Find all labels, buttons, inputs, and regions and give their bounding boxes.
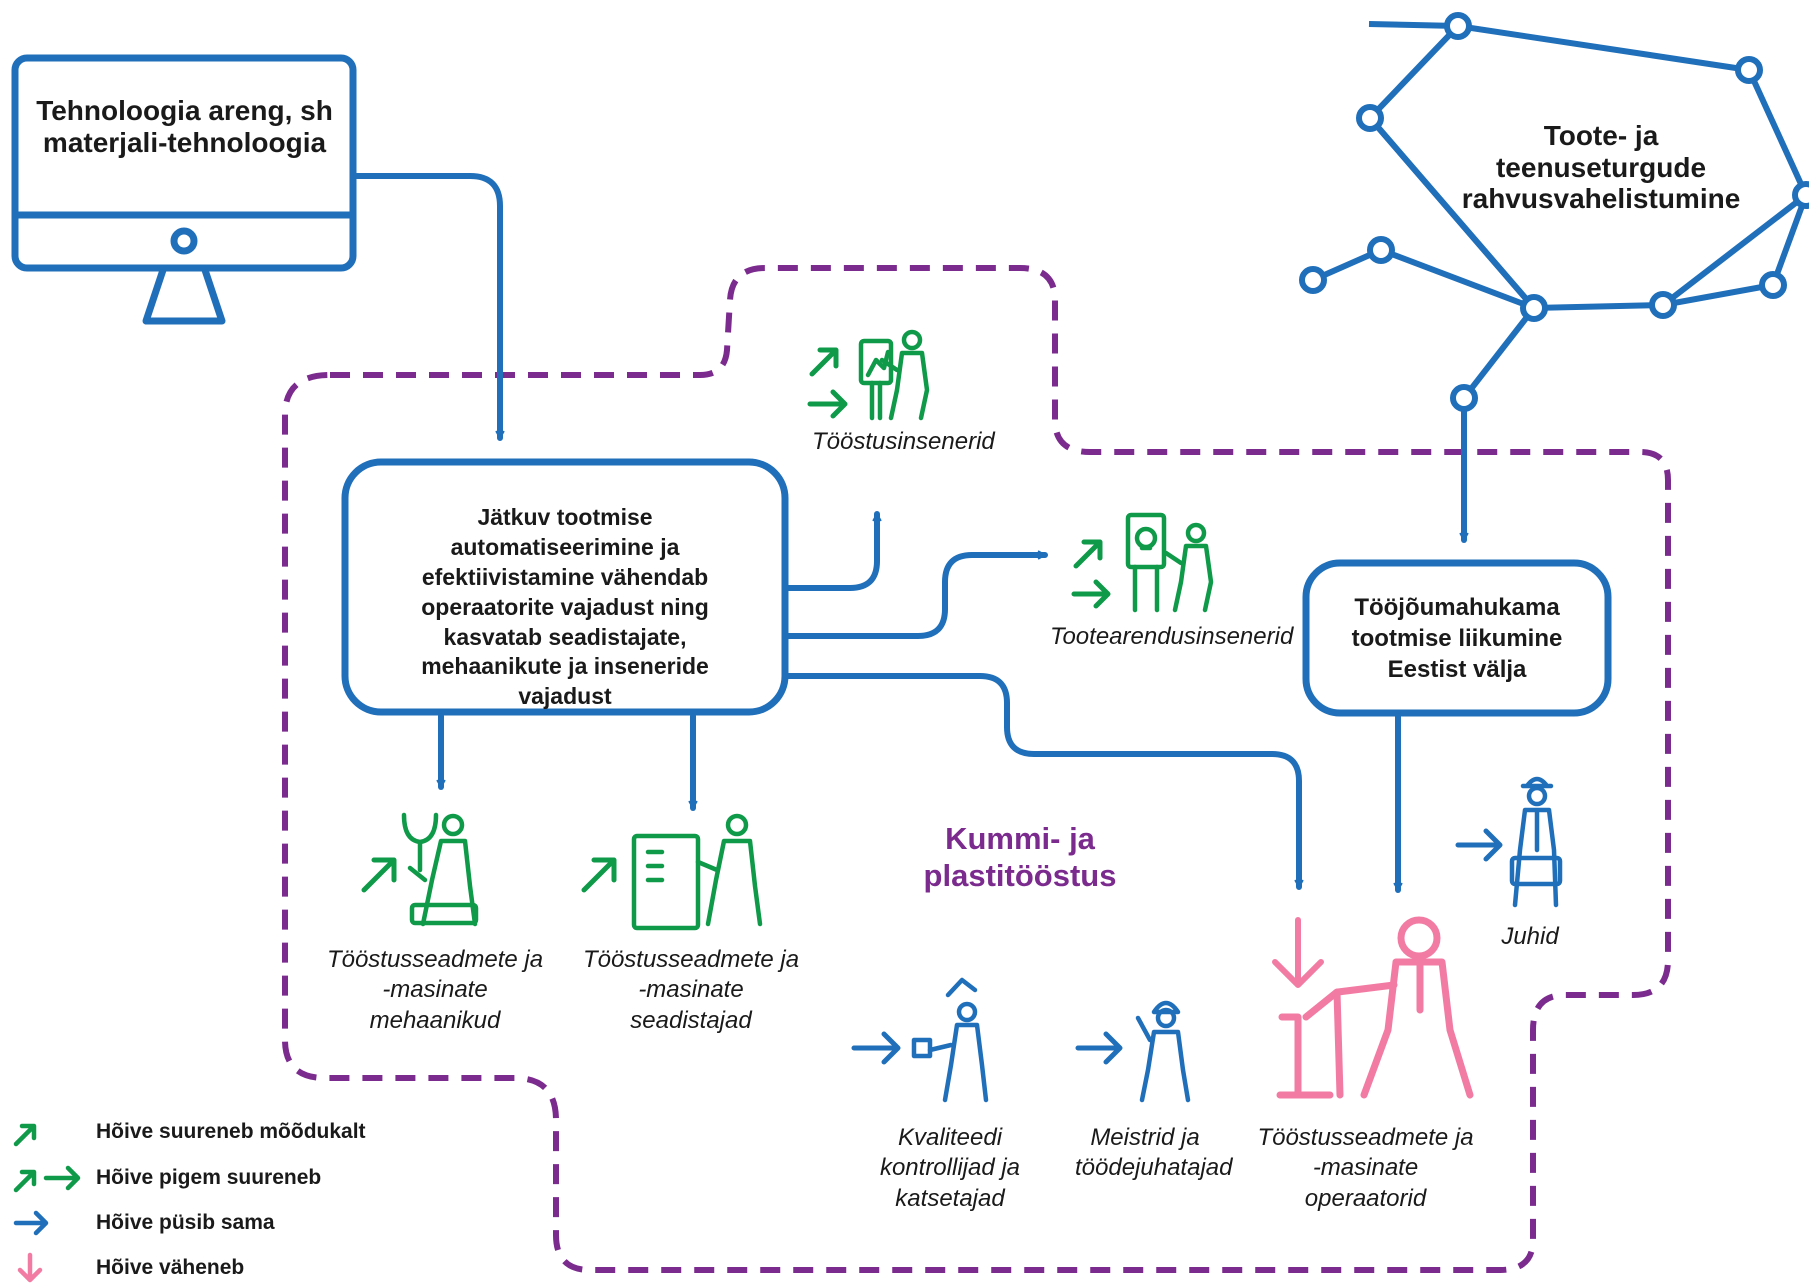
legend-label-stable: Hõive püsib sama xyxy=(96,1211,275,1234)
label-managers: Juhid xyxy=(1501,923,1559,950)
arrow-up-right-icon xyxy=(581,857,617,893)
internationalization-text: Toote- ja teenuseturgude rahvusvahelistu… xyxy=(1461,120,1741,215)
arrow-right-icon xyxy=(807,389,848,419)
legend-arrow-up-right-icon xyxy=(13,1169,37,1193)
label-foremen: Meistrid ja töödejuhatajad xyxy=(1075,1124,1233,1182)
quality-controller-icon xyxy=(911,977,989,1103)
arrow-to-product-dev-engineers xyxy=(785,550,1048,639)
legend-label-decrease: Hõive väheneb xyxy=(96,1256,245,1279)
label-mechanics: Tööstusseadmete ja -masinate mehaanikud xyxy=(326,946,544,1034)
arrow-to-industrial-engineers xyxy=(785,511,882,591)
sector-label: Kummi- ja plastitööstus xyxy=(923,821,1117,894)
trend-arrows xyxy=(361,347,1503,1065)
legend-label-likely-increase: Hõive pigem suureneb xyxy=(96,1166,322,1189)
arrow-up-right-icon xyxy=(1073,539,1103,569)
legend-arrow-right-icon xyxy=(13,1210,49,1236)
arrow-down-icon xyxy=(1272,917,1324,988)
foreman-helmet-icon xyxy=(1135,1000,1191,1103)
operator-machine-icon xyxy=(1276,916,1474,1099)
label-industrial-engineers: Tööstusinsenerid xyxy=(812,428,995,455)
legend-arrow-up-right-icon xyxy=(13,1123,37,1147)
network-graph-icon xyxy=(1299,12,1809,412)
arrow-right-icon xyxy=(851,1031,901,1065)
label-quality-controllers: Kvaliteedi kontrollijad ja katsetajad xyxy=(879,1124,1021,1212)
technology-box-text: Tehnoloogia areng, sh materjali-tehnoloo… xyxy=(36,95,333,158)
arrow-technology-to-automation xyxy=(353,173,505,441)
arrow-right-icon xyxy=(1455,828,1503,862)
arrow-to-operators-from-automation xyxy=(785,673,1304,890)
legend-arrow-down-icon xyxy=(17,1252,43,1283)
label-operators: Tööstusseadmete ja -masinate operaatorid xyxy=(1257,1124,1474,1212)
computer-monitor-icon xyxy=(11,54,357,325)
manager-briefcase-icon xyxy=(1509,776,1563,908)
arrow-right-icon xyxy=(1075,1031,1123,1065)
connector-arrows xyxy=(353,173,1469,893)
legend-label-moderate-increase: Hõive suureneb mõõdukalt xyxy=(96,1120,366,1143)
arrow-up-right-icon xyxy=(809,347,839,377)
relocation-box-text: Tööjõumahukama tootmise liikumine Eestis… xyxy=(1351,594,1563,684)
arrow-right-icon xyxy=(1071,579,1111,609)
automation-box xyxy=(341,458,789,716)
automation-box-text: Jätkuv tootmise automatiseerimine ja efe… xyxy=(421,504,709,710)
legend-arrow-right-icon xyxy=(43,1165,81,1191)
label-setters: Tööstusseadmete ja -masinate seadistajad xyxy=(582,946,800,1034)
arrow-up-right-icon xyxy=(361,857,397,893)
engineer-presentation-icon xyxy=(858,329,930,421)
relocation-box xyxy=(1302,559,1612,717)
setter-machine-icon xyxy=(631,813,763,931)
legend-icons xyxy=(13,1123,81,1283)
mechanic-wrench-icon xyxy=(401,812,479,927)
sector-boundary xyxy=(282,265,1671,1273)
label-product-dev-engineers: Tootearendusinsenerid xyxy=(1050,623,1294,650)
developer-presentation-icon xyxy=(1125,512,1214,613)
